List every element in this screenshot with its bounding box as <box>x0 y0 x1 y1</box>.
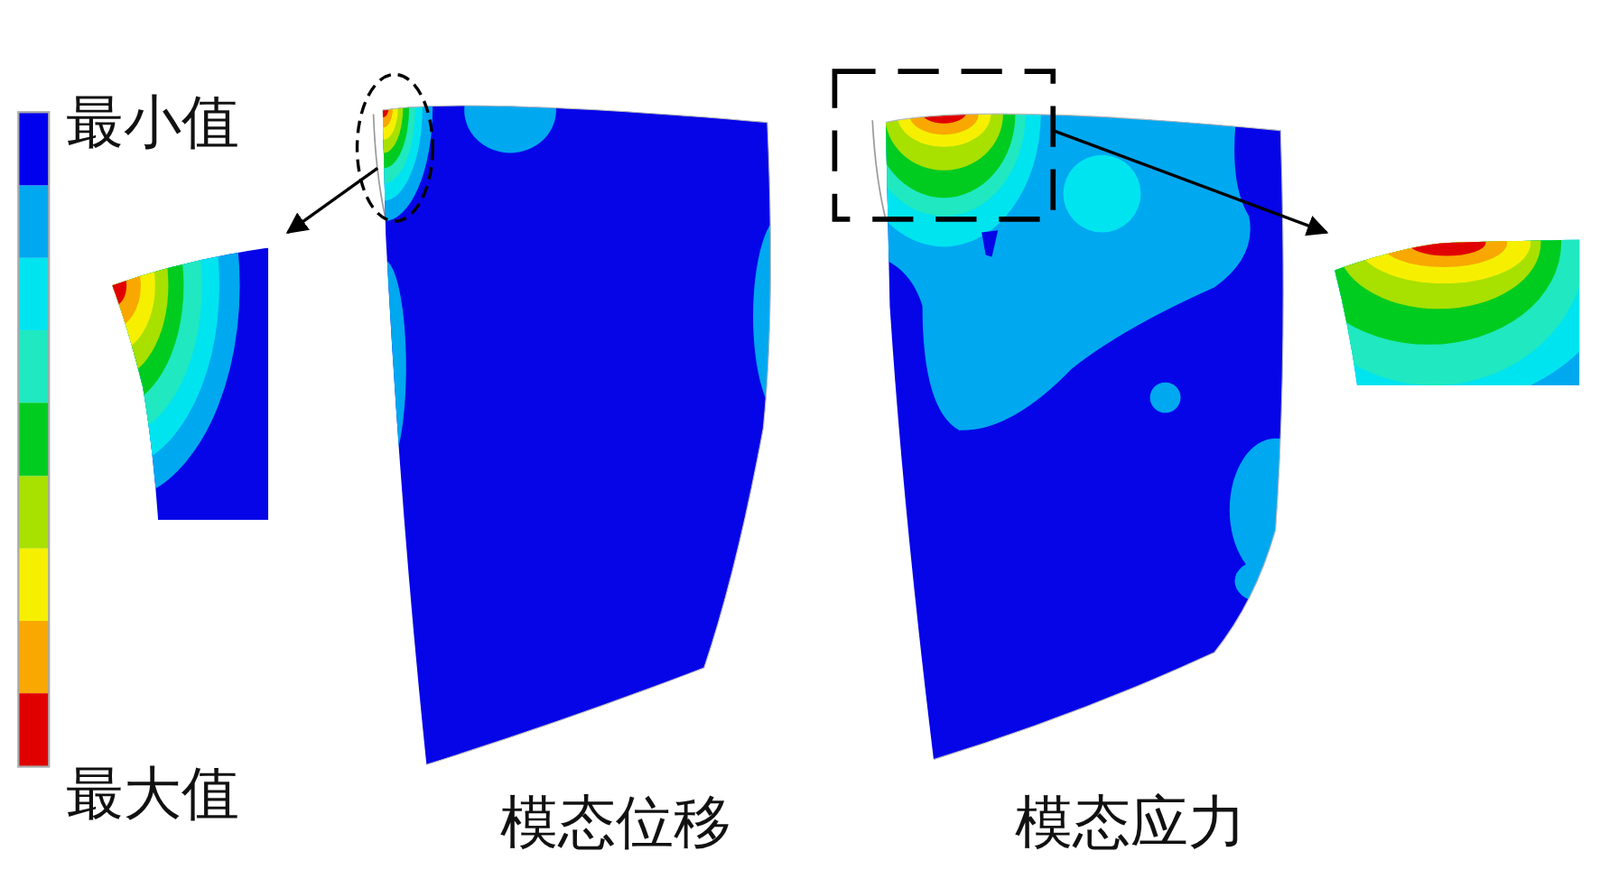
colorbar-min-label: 最小值 <box>65 90 240 154</box>
displacement-inset <box>0 69 276 531</box>
stress-plate <box>846 0 1321 781</box>
colorbar-max-label: 最大值 <box>65 762 240 826</box>
color-bar <box>18 111 49 767</box>
displacement-plate <box>334 0 815 786</box>
stress-inset <box>1249 79 1600 407</box>
panel-caption: 模态位移 <box>500 790 732 855</box>
panel-caption: 模态应力 <box>1014 790 1247 855</box>
